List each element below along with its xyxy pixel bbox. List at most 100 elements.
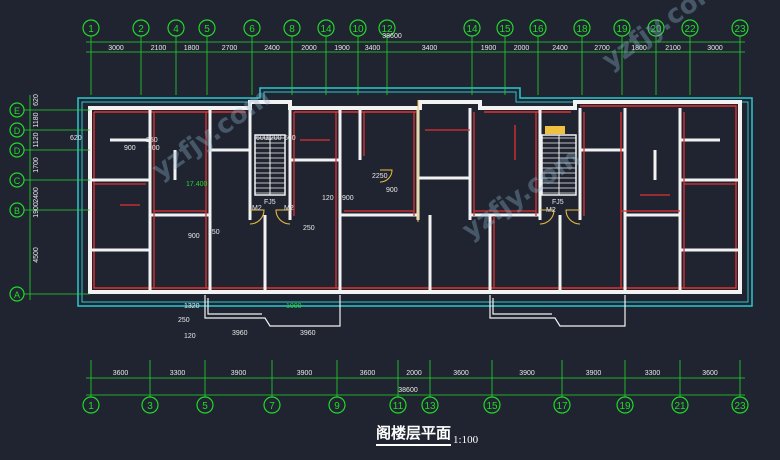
- axis-bubble-bottom: [263, 396, 281, 414]
- axis-bubble-top: [573, 19, 591, 37]
- dim-2250: 2250: [372, 173, 388, 180]
- axis-label-bottom: 9: [334, 401, 340, 412]
- dim-1320: 1320: [184, 303, 200, 310]
- dim-600-a: 600: [256, 135, 268, 142]
- dim-620: 620: [70, 135, 82, 142]
- axis-bubble-top: [317, 19, 335, 37]
- axis-bubble-bottom: [389, 396, 407, 414]
- bottom-dim-text: 3300: [645, 370, 661, 377]
- top-dim-text: 2700: [222, 45, 238, 52]
- stair-core-right: [541, 134, 577, 196]
- axis-label-bottom: 15: [486, 401, 498, 412]
- left-dim-text: 1120: [33, 132, 40, 147]
- interior-walls-red: [94, 112, 736, 288]
- left-dim-text: 2400: [33, 187, 40, 203]
- bottom-dim-text: 3900: [297, 370, 313, 377]
- axis-label-bottom: 19: [619, 401, 631, 412]
- dim-900-b: 900: [148, 145, 160, 152]
- balconies: [204, 295, 626, 327]
- axis-bubble-top: [647, 19, 665, 37]
- dim-120-a: 120: [322, 195, 334, 202]
- axis-label-bottom: 3: [147, 401, 153, 412]
- doors: [249, 169, 581, 225]
- top-dim-text: 2400: [552, 45, 568, 52]
- axis-label-bottom: 13: [424, 401, 436, 412]
- axis-bubble-left: [9, 142, 25, 158]
- axis-label-top: 22: [684, 24, 696, 35]
- left-dim-text: 620: [33, 94, 40, 106]
- label-m2-a: M2: [252, 205, 262, 212]
- axis-bubble-top: [349, 19, 367, 37]
- watermark-text-2: yzfjy.com: [457, 143, 587, 246]
- axis-bubble-left: [9, 172, 25, 188]
- stair-hatch: [545, 126, 565, 134]
- top-dim-text: 1800: [631, 45, 647, 52]
- dim-900-a: 900: [124, 145, 136, 152]
- axis-bubble-left: [9, 122, 25, 138]
- axis-label-bottom: 17: [556, 401, 568, 412]
- dim-250-c: 250: [208, 229, 220, 236]
- axis-bubble-bottom: [671, 396, 689, 414]
- drawing-title-block: 阁楼层平面 1:100: [376, 424, 478, 446]
- axis-label-top: 1: [88, 24, 94, 35]
- top-dim-text: 2100: [665, 45, 681, 52]
- bottom-dim-text: 3600: [113, 370, 129, 377]
- slab-outline: [77, 87, 753, 307]
- axis-bubble-left: [9, 102, 25, 118]
- dim-900-d: 900: [188, 233, 200, 240]
- axis-label-top: 14: [466, 24, 478, 35]
- dim-1200: 1200: [266, 135, 282, 142]
- left-dim-text: 1180: [33, 112, 40, 127]
- axis-bubble-bottom: [82, 396, 100, 414]
- axis-bubble-bottom: [731, 396, 749, 414]
- axis-label-top: 12: [381, 24, 393, 35]
- top-dim-text: 2700: [594, 45, 610, 52]
- bottom-dim-text: 2000: [406, 370, 422, 377]
- axis-bubble-top: [283, 19, 301, 37]
- top-dim-text: 2000: [514, 45, 530, 52]
- top-dim-text: 2100: [151, 45, 167, 52]
- axis-label-top: 4: [173, 24, 179, 35]
- axis-label-bottom: 7: [269, 401, 275, 412]
- dim-1000: 1000: [286, 303, 302, 310]
- axis-bubble-bottom: [421, 396, 439, 414]
- watermark-text-3: yzfjy.com: [597, 0, 727, 76]
- bottom-dim-text: 3900: [586, 370, 602, 377]
- dim-250-a: 250: [146, 137, 158, 144]
- top-dim-text: 2400: [264, 45, 280, 52]
- axis-label-left: E: [14, 106, 20, 116]
- dim-3960-b: 3960: [300, 330, 316, 337]
- axis-bubble-bottom: [616, 396, 634, 414]
- axis-bubble-top: [731, 19, 749, 37]
- bottom-dim-text: 3900: [231, 370, 247, 377]
- left-dim-text: 1900: [33, 202, 40, 218]
- axis-bubble-top: [378, 19, 396, 37]
- stair-core-left: [254, 134, 286, 196]
- axis-bubble-top: [243, 19, 261, 37]
- slab-outline-inner: [81, 91, 749, 303]
- drawing-title: 阁楼层平面: [376, 422, 452, 446]
- top-dim-text: 3400: [422, 45, 438, 52]
- annotations: 620 900 900 250 17.400 1200 600 600 120 …: [70, 135, 564, 340]
- drawing-scale: 1:100: [453, 434, 479, 446]
- dim-120-b: 120: [184, 333, 196, 340]
- axis-label-top: 14: [320, 24, 332, 35]
- label-m2-c: M2: [546, 207, 556, 214]
- axis-bubble-top: [167, 19, 185, 37]
- axis-bubble-top: [463, 19, 481, 37]
- bottom-dim-text: 3600: [360, 370, 376, 377]
- top-dim-text: 3000: [108, 45, 124, 52]
- watermark: yzfjy.com yzfjy.com yzfjy.com: [147, 0, 727, 246]
- top-dim-text: 3400: [365, 45, 381, 52]
- exterior-wall-inner: [93, 105, 737, 289]
- top-dim-text: 2000: [301, 45, 317, 52]
- dim-900-e: 900: [386, 187, 398, 194]
- bottom-dim-text: 3300: [170, 370, 186, 377]
- interior-walls: [90, 108, 740, 292]
- axis-bubble-top: [529, 19, 547, 37]
